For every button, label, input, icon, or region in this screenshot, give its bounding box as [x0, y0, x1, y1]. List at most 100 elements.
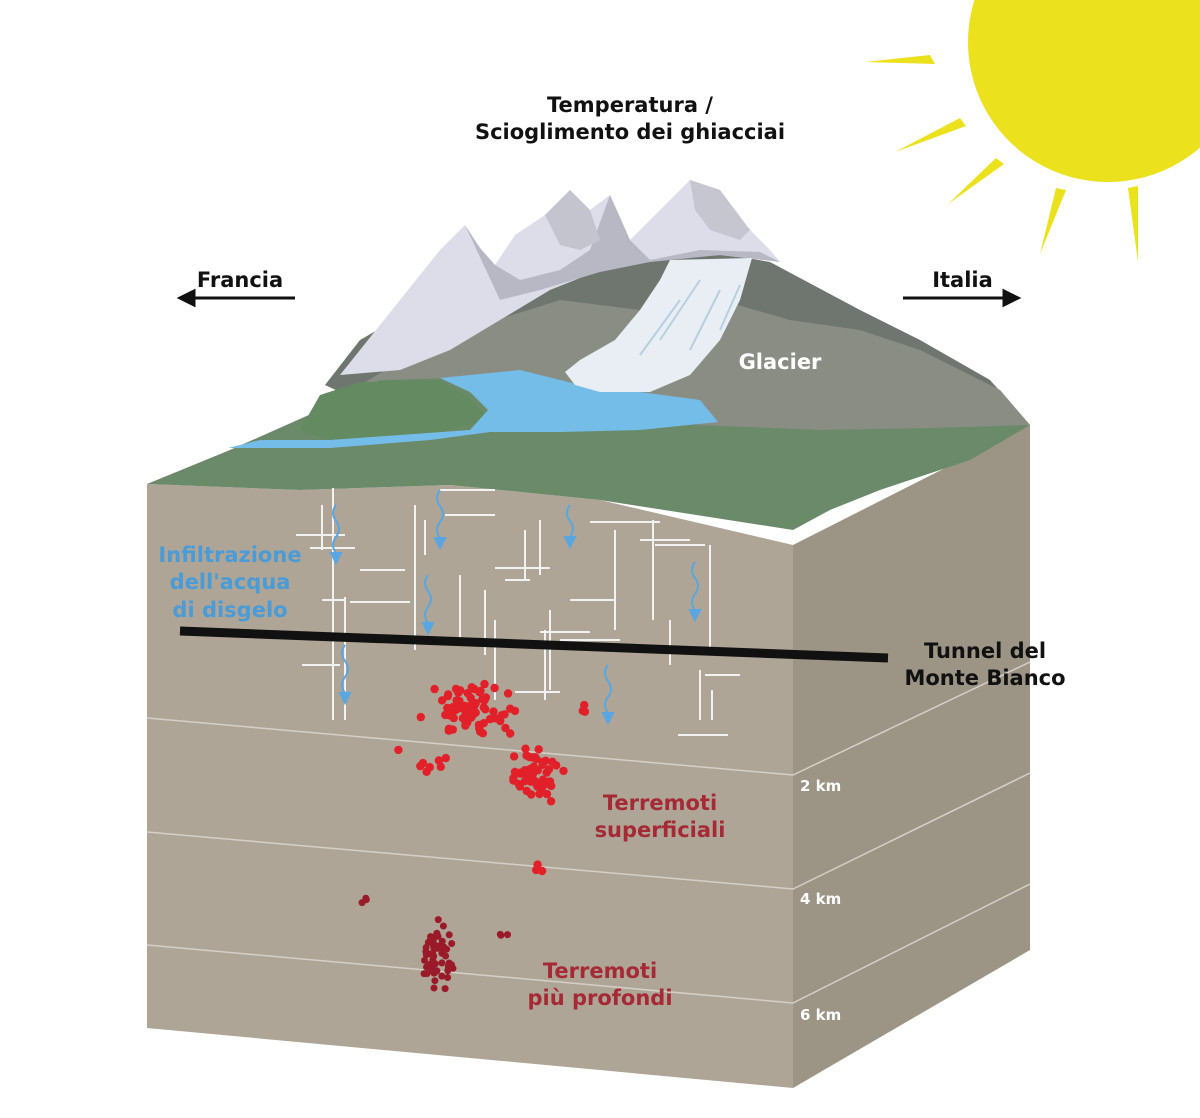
earthquake-dot — [460, 701, 470, 711]
earthquake-dot — [445, 931, 453, 939]
earthquake-dot — [438, 937, 446, 945]
tunnel-line-2: Monte Bianco — [904, 666, 1066, 691]
direction-arrows — [176, 288, 1022, 308]
earthquake-dot — [533, 860, 542, 869]
earthquake-dot — [416, 712, 425, 722]
earthquake-dot — [430, 684, 439, 694]
glacier-streaks — [639, 279, 741, 356]
earthquake-dot — [480, 696, 489, 705]
earthquake-dot — [503, 689, 513, 698]
earthquake-dot — [431, 968, 439, 976]
earthquake-dot — [434, 944, 442, 952]
earthquake-dot — [425, 763, 434, 772]
earthquake-dot — [522, 786, 531, 796]
infiltration-line-2: dell'acqua — [169, 570, 291, 595]
earthquake-dot — [542, 789, 552, 799]
depth-label-2km: 2 km — [800, 777, 842, 795]
earthquake-dot — [449, 713, 458, 723]
block-side-face — [793, 425, 1030, 1088]
earthquake-dot — [470, 700, 479, 709]
earthquake-dot — [461, 721, 470, 730]
earthquake-dot — [466, 693, 475, 703]
earthquake-dot — [520, 770, 529, 779]
earthquake-dot — [443, 945, 451, 953]
earthquake-dot — [448, 940, 456, 947]
earthquake-dot — [394, 745, 403, 755]
depth-label-6km: 6 km — [800, 1006, 842, 1024]
earthquake-dot — [423, 970, 431, 978]
earthquake-dot — [421, 956, 428, 964]
earthquake-dot — [430, 952, 438, 960]
label-glacier: Glacier — [738, 350, 822, 374]
title-line-2: Scioglimento dei ghiacciai — [474, 120, 786, 145]
earthquake-dot — [548, 757, 557, 766]
glacier — [565, 258, 752, 392]
earthquake-dot — [509, 773, 518, 783]
earthquake-dot — [444, 724, 454, 733]
earthquake-dot — [422, 951, 430, 959]
shallow-quakes-line-1: Terremoti — [602, 791, 718, 815]
earthquake-dot — [522, 751, 531, 760]
earthquake-dot — [418, 758, 428, 768]
earthquake-dot — [437, 696, 447, 705]
earthquake-dot — [430, 984, 438, 992]
earthquake-dot — [439, 922, 447, 930]
earthquake-dot — [490, 683, 499, 693]
earthquake-dot — [537, 866, 547, 876]
deep-quakes-line-1: Terremoti — [542, 959, 658, 983]
earthquake-dot — [431, 977, 439, 985]
label-infiltration: Infiltrazione dell'acqua di disgelo — [150, 542, 310, 624]
earthquake-dot — [456, 686, 465, 695]
deep-quakes-line-2: più profondi — [527, 986, 673, 1011]
earthquake-dot — [490, 714, 499, 723]
earthquake-dot — [534, 745, 543, 754]
earthquake-dot — [438, 972, 446, 980]
depth-lines — [146, 661, 1031, 1004]
shallow-quakes-line-2: superficiali — [594, 818, 726, 843]
title-line-1: Temperatura / — [547, 93, 713, 117]
earthquake-dot — [509, 752, 519, 761]
earthquake-dot — [442, 952, 450, 960]
green-hill — [300, 380, 490, 440]
infiltration-line-3: di disgelo — [172, 597, 288, 622]
earthquake-dot — [504, 931, 511, 939]
tunnel-line-1: Tunnel del — [923, 639, 1047, 663]
earthquake-dot — [580, 700, 589, 710]
earthquake-dot — [514, 779, 523, 789]
earthquake-dot — [441, 985, 449, 993]
earthquake-dot — [467, 683, 476, 692]
earthquake-dot — [444, 974, 452, 981]
snowy-peaks — [340, 180, 780, 375]
earthquake-dot — [433, 932, 441, 940]
label-tunnel: Tunnel del Monte Bianco — [890, 638, 1080, 693]
earthquake-dot — [441, 710, 450, 720]
label-shallow-quakes: Terremoti superficiali — [580, 790, 740, 845]
earthquake-dot — [542, 768, 551, 777]
depth-label-4km: 4 km — [800, 890, 842, 908]
earthquake-dot — [438, 959, 446, 967]
tunnel-line — [179, 626, 889, 663]
earthquake-dot — [451, 705, 461, 714]
label-francia: Francia — [196, 268, 284, 292]
earthquake-dot — [489, 707, 498, 716]
earthquake-dot — [506, 729, 515, 738]
earthquake-dot — [452, 696, 461, 705]
earthquake-dot — [476, 686, 485, 696]
earthquake-dot — [434, 916, 442, 924]
earthquake-dot — [501, 723, 510, 733]
earthquake-dot — [535, 789, 544, 799]
earthquake-dot — [441, 753, 450, 763]
earthquake-dot — [527, 766, 536, 776]
earthquake-dot — [506, 704, 515, 713]
earthquake-dot — [449, 964, 457, 972]
title: Temperatura / Scioglimento dei ghiacciai — [430, 92, 830, 147]
earthquake-dot — [521, 744, 530, 753]
earthquake-dot — [545, 777, 555, 786]
earthquake-dot — [480, 679, 489, 689]
earthquake-dots — [358, 679, 590, 993]
earthquake-dot — [434, 756, 444, 765]
earthquake-dot — [546, 797, 556, 806]
earthquake-dot — [427, 935, 435, 943]
infiltration-arrows — [329, 489, 702, 726]
